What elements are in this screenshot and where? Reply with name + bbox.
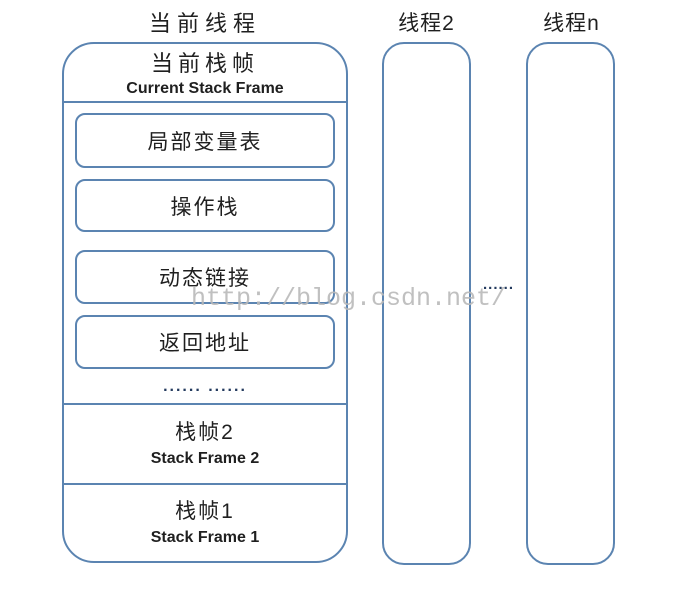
frame-part-return-address: 返回地址 — [75, 315, 335, 369]
stack-frame-2-title-en: Stack Frame 2 — [150, 449, 260, 467]
stack-frame-1-section: 栈帧1 Stack Frame 1 — [64, 485, 346, 561]
frame-part-local-variable-table: 局部变量表 — [75, 113, 335, 168]
current-stack-frame-header: 当前栈帧 Current Stack Frame — [64, 44, 346, 103]
threadn-label: 线程n — [543, 12, 600, 35]
frame-divider-1 — [64, 403, 346, 405]
current-thread-stack: 当前栈帧 Current Stack Frame 局部变量表 操作栈 动态链接 … — [62, 42, 348, 563]
current-stack-frame-title-en: Current Stack Frame — [126, 80, 284, 97]
frame-divider-2 — [64, 483, 346, 485]
stack-frame-2-title-zh: 栈帧2 — [175, 420, 235, 444]
frame-part-operand-stack: 操作栈 — [75, 179, 335, 232]
thread2-stack — [382, 42, 471, 565]
stack-frame-1-title-zh: 栈帧1 — [175, 499, 235, 523]
thread2-label: 线程2 — [398, 12, 455, 35]
frame-parts-ellipsis: ...... ...... — [163, 378, 247, 395]
stack-frame-2-section: 栈帧2 Stack Frame 2 — [64, 405, 346, 483]
current-thread-label: 当前线程 — [148, 11, 261, 36]
stack-frame-1-title-en: Stack Frame 1 — [150, 528, 260, 546]
current-stack-frame-title-zh: 当前栈帧 — [150, 51, 259, 76]
threadn-stack — [526, 42, 615, 565]
threads-ellipsis: ...... — [482, 276, 514, 293]
frame-part-dynamic-linking: 动态链接 — [75, 250, 335, 304]
